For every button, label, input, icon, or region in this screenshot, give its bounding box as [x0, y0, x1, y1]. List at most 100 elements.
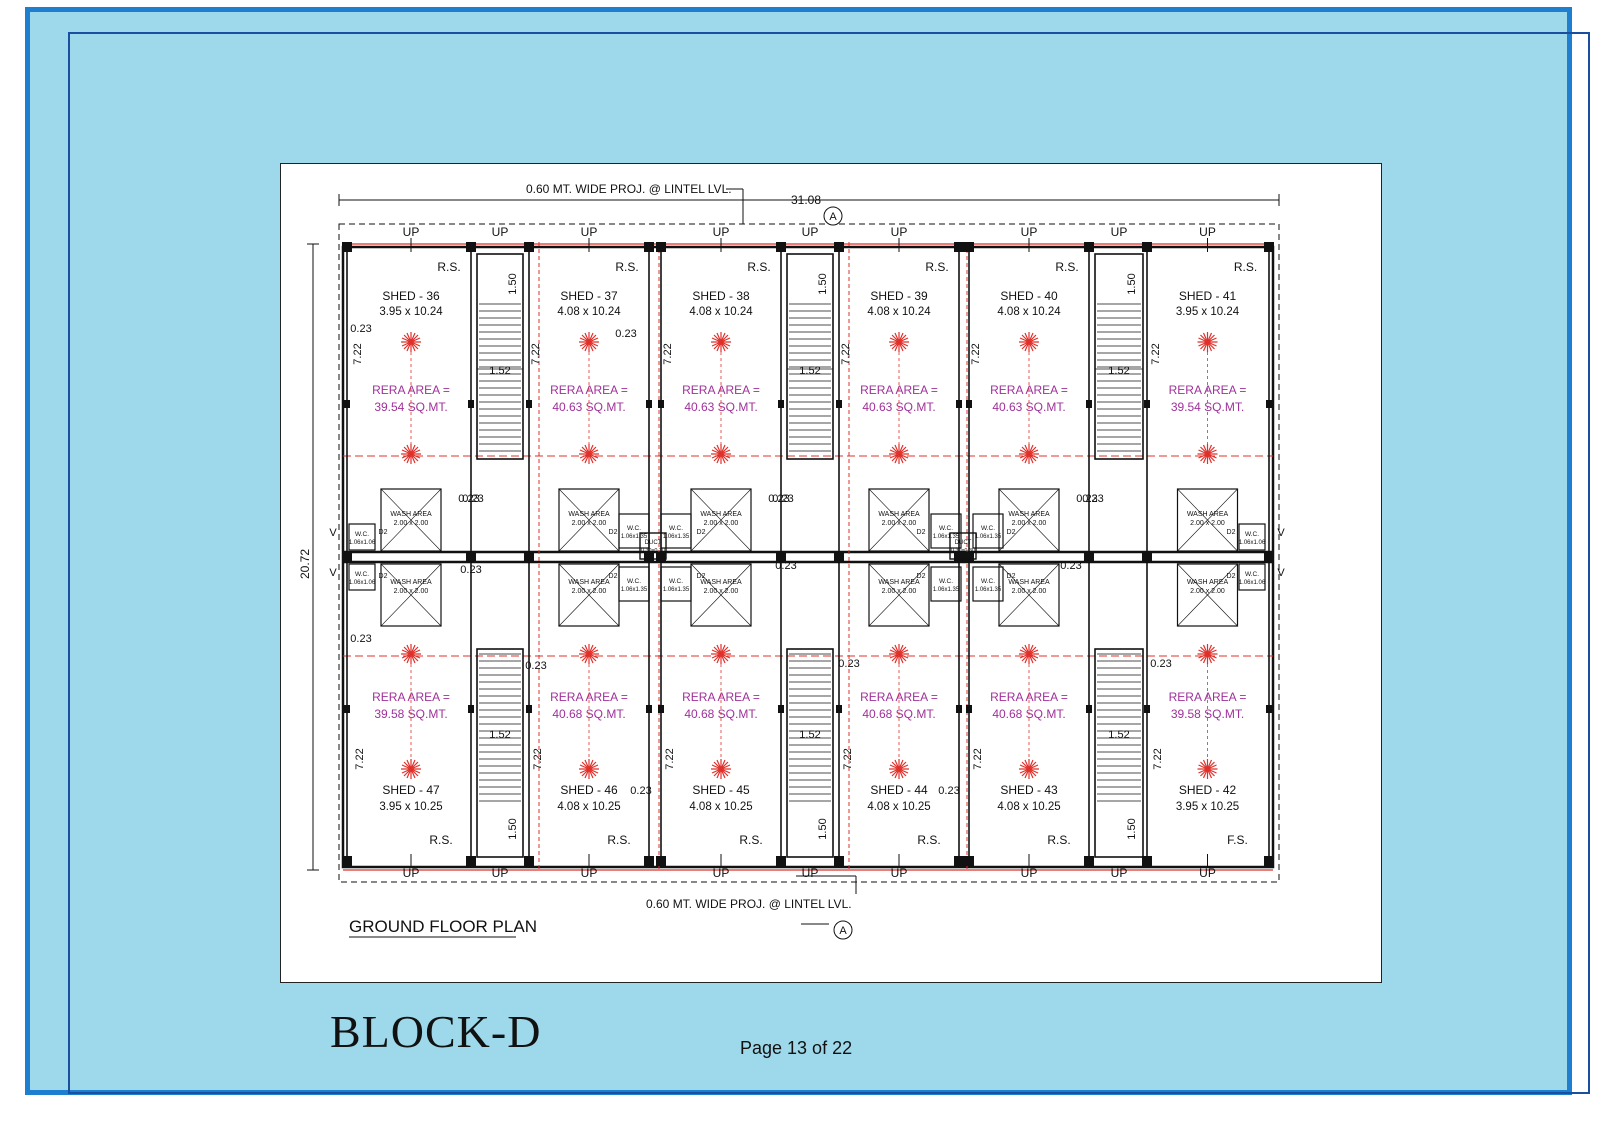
building-outline	[341, 245, 1275, 869]
wc-box	[930, 566, 962, 602]
duct-label: DUCT	[645, 540, 662, 546]
stair-width-dim: 1.52	[489, 365, 510, 377]
shed-depth-dim: 7.22	[972, 748, 984, 769]
rera-marker	[578, 443, 600, 465]
wall-dim-label: 0.23	[350, 633, 371, 645]
door-label: D2	[1007, 573, 1016, 580]
rera-marker	[578, 643, 600, 665]
shed-size: 3.95 x 10.24	[379, 306, 443, 318]
section-marker-bottom	[833, 920, 853, 940]
wash-area-box	[1176, 563, 1239, 627]
shed-depth-dim: 7.22	[1152, 748, 1164, 769]
door-label: D2	[1227, 529, 1236, 536]
rera-marker	[1196, 331, 1219, 353]
shed-size: 3.95 x 10.25	[1176, 801, 1239, 813]
rera-marker	[578, 331, 600, 353]
column	[1084, 242, 1094, 252]
wc-box	[618, 513, 650, 549]
wash-area-diag	[868, 563, 930, 627]
wall-dim-label: 0.23	[1076, 493, 1097, 505]
shed-size: 4.08 x 10.25	[867, 801, 930, 813]
wc-label: W.C.	[981, 578, 995, 585]
wash-area-label: WASH AREA	[1187, 511, 1229, 518]
rera-marker	[400, 443, 422, 465]
wash-area-label: WASH AREA	[390, 511, 432, 518]
column	[526, 400, 532, 408]
wall-dim-label: 0.23	[1150, 658, 1171, 670]
wall-dim-label: 0.23	[615, 328, 636, 340]
wash-area-label: WASH AREA	[700, 579, 742, 586]
up-label: UP	[492, 225, 509, 239]
column	[524, 552, 534, 562]
column	[834, 552, 844, 562]
column	[646, 705, 652, 713]
rs-label: R.S.	[925, 260, 948, 274]
door-label: D2	[697, 573, 706, 580]
duct-size: 0.30x0.30	[951, 548, 975, 554]
shed-name: SHED - 38	[692, 289, 750, 303]
column	[526, 705, 532, 713]
wash-area-box	[868, 488, 930, 552]
column	[342, 552, 352, 562]
rs-label: R.S.	[747, 260, 770, 274]
wash-area-box	[380, 488, 442, 552]
door-label: D2	[379, 529, 388, 536]
rera-marker	[888, 443, 910, 465]
stair-landing-dim: 1.50	[817, 273, 829, 294]
up-label: UP	[713, 866, 730, 880]
up-label: UP	[1199, 225, 1216, 239]
shed-size: 3.95 x 10.24	[1176, 306, 1240, 318]
door-label: D2	[609, 573, 618, 580]
wall-dim-label: 0.23	[1082, 493, 1103, 505]
wall-dim-label: 0.23	[460, 564, 481, 576]
column	[954, 856, 964, 866]
wc-size: 1.06x1.35	[621, 587, 648, 593]
wall-dim-label: 0.23	[838, 658, 859, 670]
wash-area-size: 2.00 x 2.00	[572, 588, 607, 595]
column	[1266, 400, 1272, 408]
stair-lower	[476, 648, 524, 858]
wash-area-label: WASH AREA	[1187, 579, 1229, 586]
door-label: D2	[1227, 573, 1236, 580]
wash-area-size: 2.00 x 2.00	[704, 588, 739, 595]
wash-area-diag	[380, 563, 442, 627]
shed-depth-dim: 7.22	[842, 748, 854, 769]
wall-dim-label: 0.23	[462, 493, 483, 505]
column	[834, 242, 844, 252]
column	[834, 856, 844, 866]
up-label: UP	[802, 866, 819, 880]
column	[836, 400, 842, 408]
wc-box	[660, 566, 692, 602]
wc-size: 1.06x1.06	[349, 580, 376, 586]
shed-name: SHED - 42	[1179, 783, 1237, 797]
column	[1142, 552, 1152, 562]
wc-label: W.C.	[669, 525, 683, 532]
rs-label: R.S.	[615, 260, 638, 274]
shed-name: SHED - 41	[1179, 289, 1237, 303]
rs-label: F.S.	[1227, 833, 1248, 847]
rera-marker	[888, 331, 910, 353]
wall-dim-label: 0.23	[938, 785, 959, 797]
rera-marker	[1196, 643, 1219, 665]
wc-label: W.C.	[627, 525, 641, 532]
rs-label: R.S.	[1047, 833, 1070, 847]
section-marker-top-label: A	[829, 211, 837, 223]
wash-area-diag	[690, 488, 752, 552]
door-label: D2	[697, 529, 706, 536]
wall-dim-label: 0.23	[458, 493, 479, 505]
wash-area-box	[868, 563, 930, 627]
wash-area-label: WASH AREA	[390, 579, 432, 586]
up-label: UP	[403, 225, 420, 239]
up-label: UP	[492, 866, 509, 880]
column	[1142, 242, 1152, 252]
column	[1264, 242, 1274, 252]
shed-name: SHED - 44	[870, 783, 928, 797]
wash-area-label: WASH AREA	[1008, 511, 1050, 518]
wash-area-label: WASH AREA	[878, 579, 920, 586]
stair-lower	[1094, 648, 1144, 858]
wash-area-diag	[558, 563, 620, 627]
rera-marker	[400, 643, 422, 665]
wc-box	[1238, 523, 1266, 551]
rera-marker	[1018, 758, 1040, 780]
